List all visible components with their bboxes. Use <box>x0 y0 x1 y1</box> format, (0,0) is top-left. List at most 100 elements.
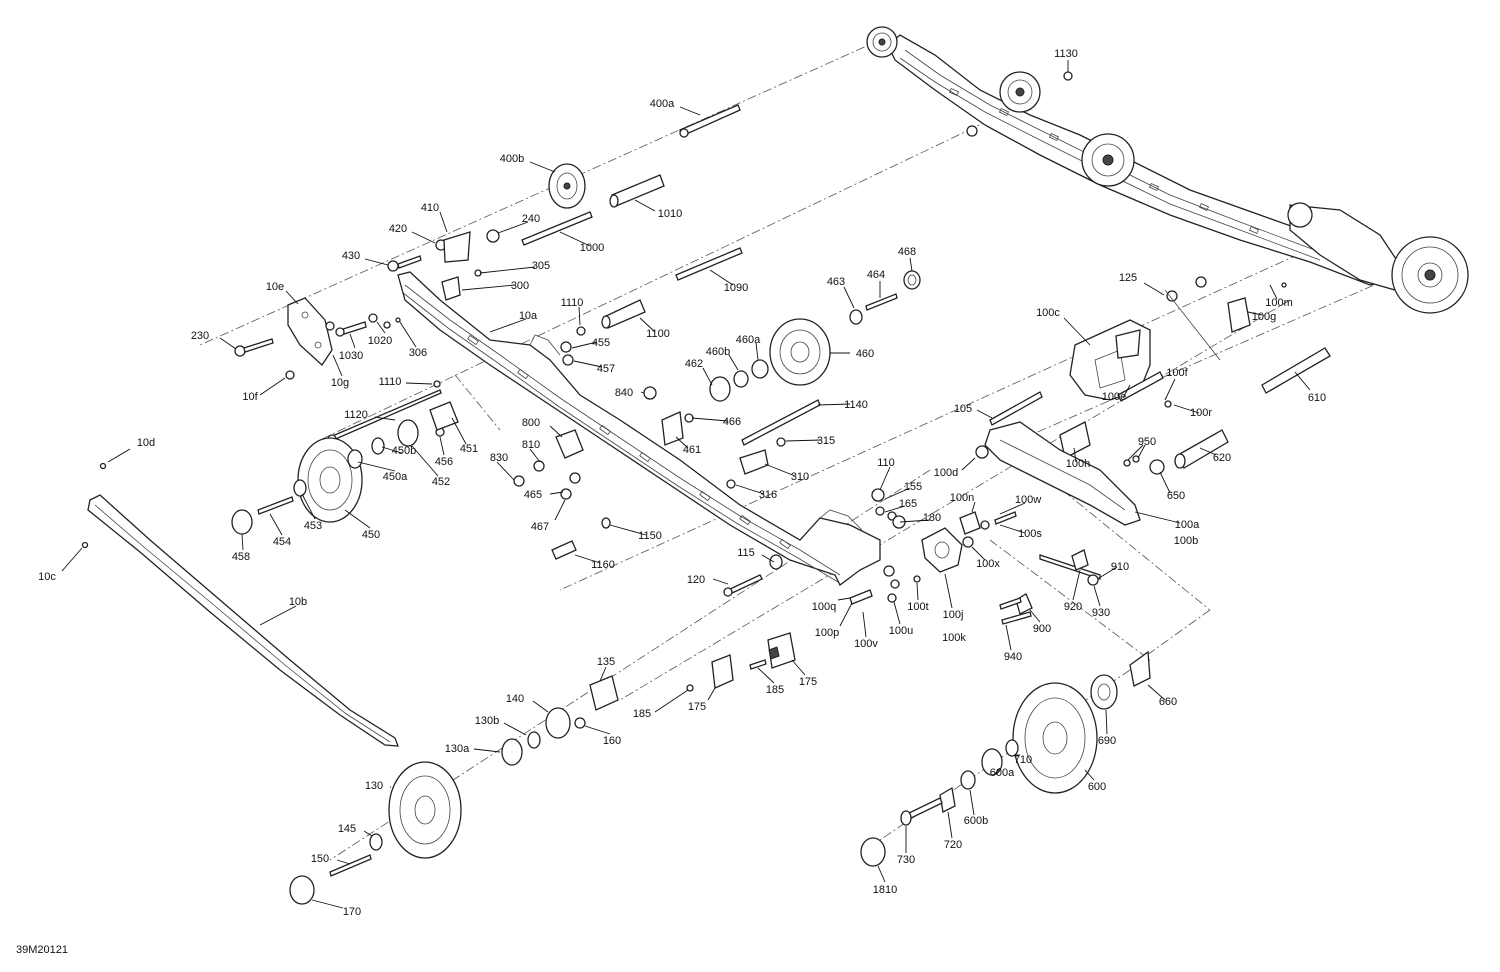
callout-label-465: 465 <box>524 489 542 501</box>
callout-label-170: 170 <box>343 906 361 918</box>
callout-label-185: 185 <box>766 684 784 696</box>
callout-label-240: 240 <box>522 213 540 225</box>
callout-label-410: 410 <box>421 202 439 214</box>
callout-label-1110: 1110 <box>379 376 402 388</box>
callout-label-461: 461 <box>683 444 701 456</box>
callout-label-100b: 100b <box>1174 535 1198 547</box>
callout-label-300: 300 <box>511 280 529 292</box>
idler-wheel-460 <box>661 270 921 446</box>
callout-label-100k: 100k <box>942 632 966 644</box>
callout-label-600: 600 <box>1088 781 1106 793</box>
callout-label-115: 115 <box>737 547 755 559</box>
callout-label-185: 185 <box>633 708 651 720</box>
callout-label-305: 305 <box>532 260 550 272</box>
callout-label-145: 145 <box>338 823 356 835</box>
callout-label-400b: 400b <box>500 153 524 165</box>
callout-label-100d: 100d <box>934 467 958 479</box>
callout-label-462: 462 <box>685 358 703 370</box>
callout-label-100p: 100p <box>815 627 839 639</box>
callout-label-454: 454 <box>273 536 291 548</box>
callout-label-10d: 10d <box>137 437 155 449</box>
callout-label-100v: 100v <box>854 638 878 650</box>
callout-label-105: 105 <box>954 403 972 415</box>
callout-label-230: 230 <box>191 330 209 342</box>
wheel-set-600 <box>860 650 1151 867</box>
callout-label-1030: 1030 <box>339 350 363 362</box>
callout-label-620: 620 <box>1213 452 1231 464</box>
callout-label-940: 940 <box>1004 651 1022 663</box>
callout-label-125: 125 <box>1119 272 1137 284</box>
callout-label-130: 130 <box>365 780 383 792</box>
drawing-code: 39M20121 <box>16 944 68 956</box>
callout-label-420: 420 <box>389 223 407 235</box>
callout-label-690: 690 <box>1098 735 1116 747</box>
leader-lines <box>61 60 1311 909</box>
linkage-900 <box>999 549 1101 625</box>
callout-label-660: 660 <box>1159 696 1177 708</box>
callout-label-1120: 1120 <box>344 409 368 421</box>
callout-label-453: 453 <box>304 520 322 532</box>
callout-label-100j: 100j <box>943 609 964 621</box>
callout-label-650: 650 <box>1167 490 1185 502</box>
callout-label-800: 800 <box>522 417 540 429</box>
callout-label-160: 160 <box>603 735 621 747</box>
callout-label-920: 920 <box>1064 601 1082 613</box>
bumpers-175 <box>686 632 796 692</box>
wheel-set-130 <box>289 675 619 905</box>
slide-10b <box>81 462 399 747</box>
callout-label-1140: 1140 <box>844 399 868 411</box>
callout-label-175: 175 <box>799 676 817 688</box>
callout-label-610: 610 <box>1308 392 1326 404</box>
callout-label-10b: 10b <box>289 596 307 608</box>
callout-label-140: 140 <box>506 693 524 705</box>
callout-label-10a: 10a <box>519 310 538 322</box>
callout-label-720: 720 <box>944 839 962 851</box>
callout-label-316: 316 <box>759 489 777 501</box>
callout-label-466: 466 <box>723 416 741 428</box>
callout-label-468: 468 <box>898 246 916 258</box>
callout-label-155: 155 <box>904 481 922 493</box>
callout-label-175: 175 <box>688 701 706 713</box>
callout-label-910: 910 <box>1111 561 1129 573</box>
callout-label-180: 180 <box>923 512 941 524</box>
brackets <box>555 429 769 475</box>
callout-label-10e: 10e <box>266 281 284 293</box>
callout-label-100e: 100e <box>1102 391 1126 403</box>
callout-label-10g: 10g <box>331 377 349 389</box>
callout-label-100u: 100u <box>889 625 913 637</box>
callout-label-710: 710 <box>1014 754 1032 766</box>
callout-label-463: 463 <box>827 276 845 288</box>
callout-label-110: 110 <box>877 457 895 469</box>
callout-label-306: 306 <box>409 347 427 359</box>
callout-label-100a: 100a <box>1175 519 1200 531</box>
bracket-10e <box>287 297 335 366</box>
callout-label-100t: 100t <box>907 601 928 613</box>
callout-label-100r: 100r <box>1190 407 1212 419</box>
callout-label-600b: 600b <box>964 815 988 827</box>
left-rail-10a <box>397 271 881 586</box>
callout-label-100s: 100s <box>1018 528 1042 540</box>
callout-label-135: 135 <box>597 656 615 668</box>
callout-label-451: 451 <box>460 443 478 455</box>
callout-label-165: 165 <box>899 498 917 510</box>
callout-label-100g: 100g <box>1252 311 1276 323</box>
callout-label-457: 457 <box>597 363 615 375</box>
callout-label-810: 810 <box>522 439 540 451</box>
callout-label-455: 455 <box>592 337 610 349</box>
callout-label-430: 430 <box>342 250 360 262</box>
callout-label-10f: 10f <box>242 391 258 403</box>
callout-label-950: 950 <box>1138 436 1156 448</box>
callout-label-10c: 10c <box>38 571 56 583</box>
callout-label-1160: 1160 <box>591 559 615 571</box>
callout-label-1000: 1000 <box>580 242 604 254</box>
small-hardware <box>234 229 1287 605</box>
callout-label-120: 120 <box>687 574 705 586</box>
callout-label-1020: 1020 <box>368 335 392 347</box>
callout-label-840: 840 <box>615 387 633 399</box>
callout-label-730: 730 <box>897 854 915 866</box>
callout-label-150: 150 <box>311 853 329 865</box>
callout-label-460a: 460a <box>736 334 761 346</box>
callout-label-450b: 450b <box>392 445 416 457</box>
callout-label-830: 830 <box>490 452 508 464</box>
